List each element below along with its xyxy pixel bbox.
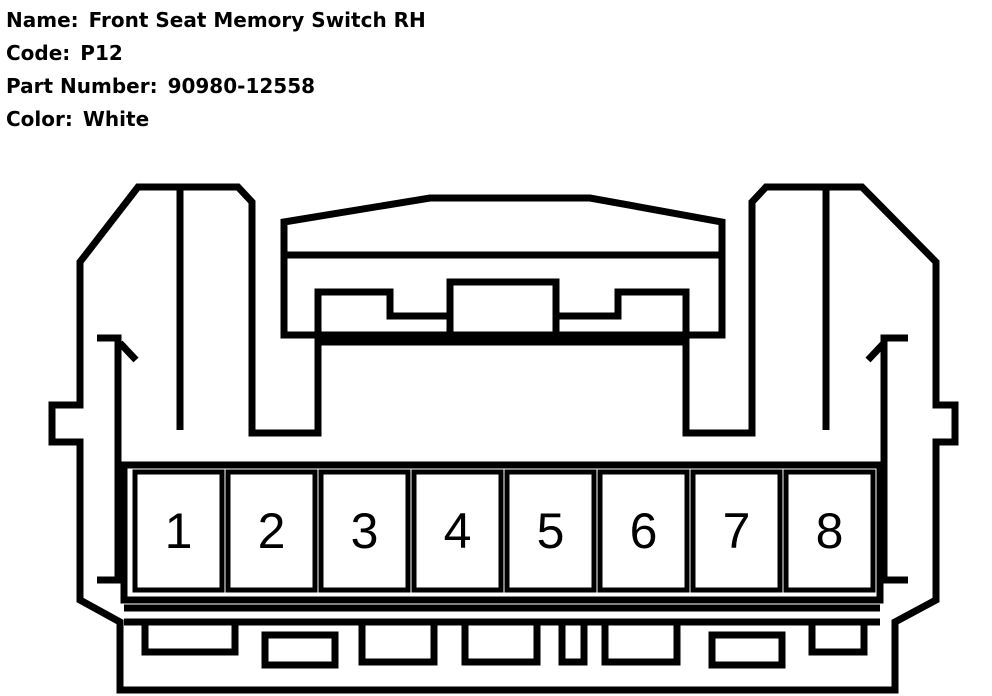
- bottom-slot-6: [601, 618, 681, 666]
- bottom-slot-1: [141, 618, 239, 656]
- lock-tab-right: [556, 288, 690, 335]
- name-label: Name:: [6, 8, 79, 32]
- bottom-slot-2: [261, 631, 339, 669]
- connector-housing: [48, 183, 959, 694]
- lock-cover: [280, 194, 726, 339]
- right-inner-rail: [880, 334, 908, 584]
- name-value: Front Seat Memory Switch RH: [88, 8, 426, 32]
- left-inner-rail-line: [117, 340, 139, 363]
- bottom-slot-3: [358, 618, 438, 666]
- housing-outline: [48, 183, 959, 694]
- color-label: Color:: [6, 107, 73, 131]
- pin-cavity-7: [690, 469, 783, 593]
- pin-number-5: 5: [537, 503, 565, 559]
- name-row: Name: Front Seat Memory Switch RH: [6, 4, 426, 37]
- pin-cavity-8: [783, 469, 876, 593]
- code-row: Code: P12: [6, 37, 426, 70]
- pin-number-4: 4: [444, 503, 472, 559]
- pin-cavity-5: [504, 469, 597, 593]
- pin-cavity-4: [411, 469, 504, 593]
- bottom-slot-8: [808, 618, 868, 656]
- pin-cavity-6: [597, 469, 690, 593]
- part-number-row: Part Number: 90980-12558: [6, 70, 426, 103]
- lock-tab-left: [314, 288, 450, 335]
- bottom-slot-7: [708, 631, 786, 669]
- left-inner-rail: [97, 334, 122, 584]
- bottom-slot-4: [461, 618, 541, 666]
- color-value: White: [82, 107, 150, 131]
- pin-number-3: 3: [351, 503, 379, 559]
- code-value: P12: [80, 41, 123, 65]
- lock-tab-center: [446, 278, 560, 339]
- color-row: Color: White: [6, 103, 426, 136]
- pin-cavity-3: [318, 469, 411, 593]
- pin-number-7: 7: [723, 503, 751, 559]
- bottom-slot-5: [558, 618, 588, 666]
- part-number-label: Part Number:: [6, 74, 158, 98]
- pin-number-2: 2: [258, 503, 286, 559]
- pin-number-8: 8: [816, 503, 844, 559]
- pin-cavity-1: [132, 469, 225, 593]
- pin-frame: [120, 461, 884, 604]
- pin-number-6: 6: [630, 503, 658, 559]
- pin-number-1: 1: [165, 503, 193, 559]
- connector-info: Name: Front Seat Memory Switch RH Code: P1…: [6, 4, 426, 136]
- pin-cavity-2: [225, 469, 318, 593]
- right-inner-rail-line: [865, 340, 887, 363]
- part-number-value: 90980-12558: [167, 74, 316, 98]
- code-label: Code:: [6, 41, 71, 65]
- pin-cells: 1 2 3 4 5 6 7 8: [132, 469, 876, 593]
